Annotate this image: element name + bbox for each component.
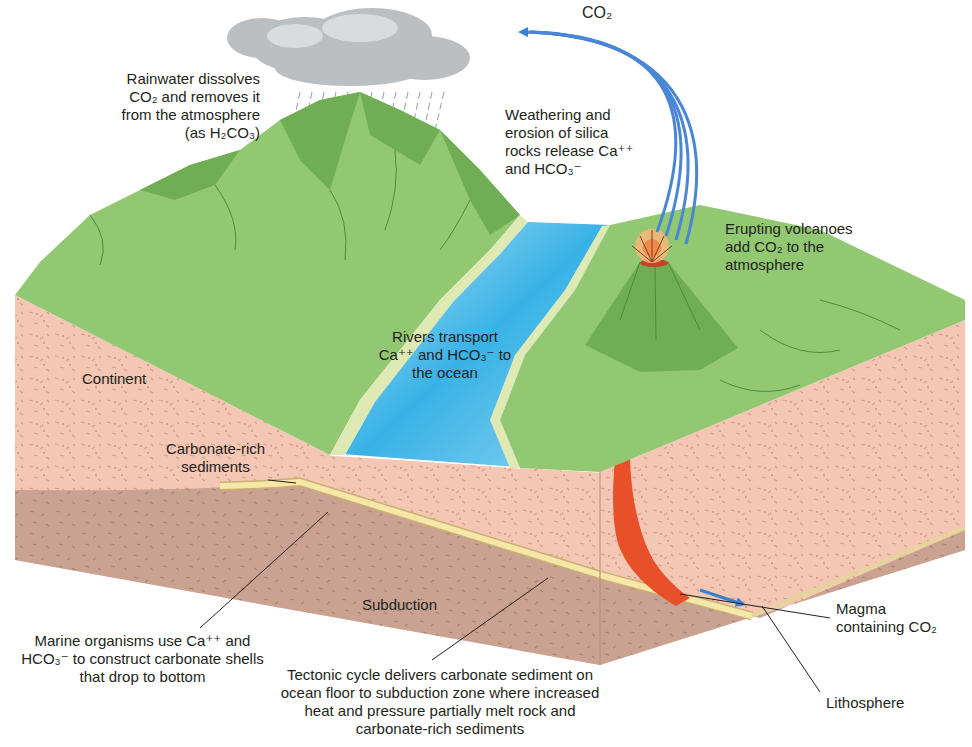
region-label: Subduction: [362, 596, 437, 614]
process-note: Rainwater dissolves CO₂ and removes it f…: [100, 70, 260, 142]
process-note: Erupting volcanoes add CO₂ to the atmosp…: [725, 220, 863, 274]
layer-label: Carbonate-rich sediments: [158, 440, 273, 476]
callout-label: Tectonic cycle delivers carbonate sedime…: [275, 666, 605, 738]
process-note: Weathering and erosion of silica rocks r…: [505, 106, 637, 178]
gas-label: CO₂: [582, 4, 612, 22]
process-note: Rivers transport Ca⁺⁺ and HCO₃⁻ to the o…: [375, 328, 515, 382]
callout-label: Marine organisms use Ca⁺⁺ and HCO₃⁻ to c…: [15, 632, 270, 686]
callout-label: Lithosphere: [826, 694, 904, 712]
callout-label: Magma containing CO₂: [836, 600, 956, 636]
region-label: Continent: [82, 370, 146, 388]
